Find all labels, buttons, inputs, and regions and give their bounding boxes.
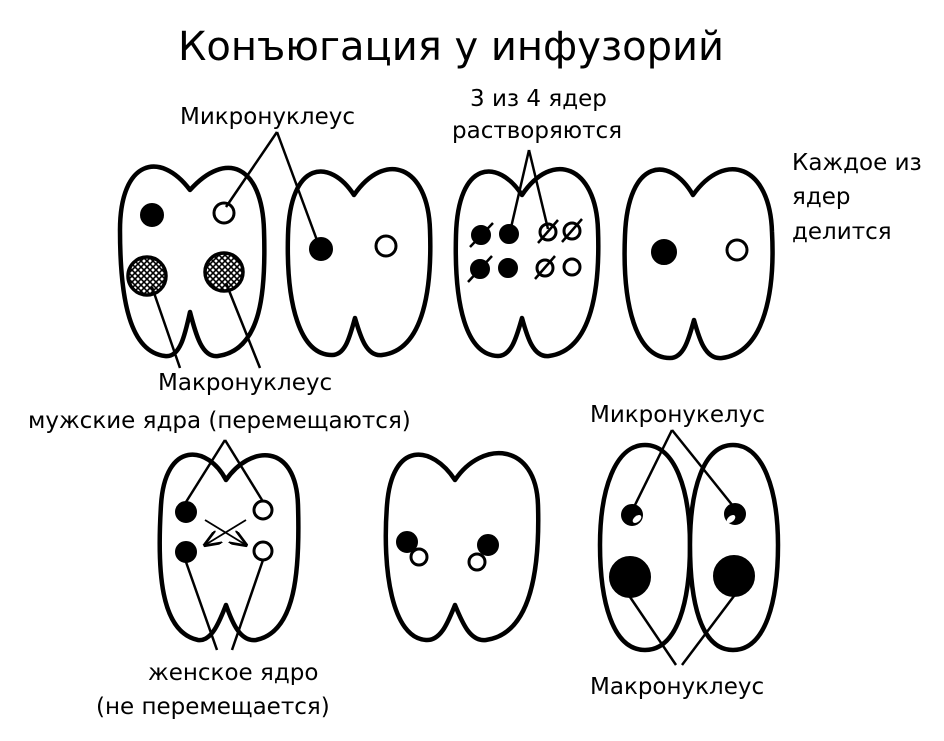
micronucleus-highlight — [632, 515, 642, 523]
macronucleus-right — [203, 251, 245, 293]
micronucleus-right — [725, 238, 749, 262]
label-female-line2: (не перемещается) — [96, 694, 330, 720]
fused-nucleus — [477, 534, 499, 556]
dissolve-slash — [467, 255, 493, 283]
dissolve-slash — [469, 222, 494, 248]
micronucleus-left — [651, 239, 677, 265]
label-divide-line3: делится — [792, 219, 892, 245]
micronucleus-left — [621, 504, 643, 526]
pointer-line — [628, 596, 678, 666]
label-dissolve-line2: растворяются — [452, 118, 622, 144]
cell-6 — [383, 451, 541, 643]
pointer-line — [184, 561, 219, 651]
label-micronucleus-top: Микронуклеус — [180, 104, 355, 130]
pointer-line — [150, 286, 182, 369]
male-nucleus — [175, 501, 197, 523]
cell-2 — [285, 166, 433, 358]
label-macronucleus-top: Макронуклеус — [158, 370, 332, 396]
pointer-line — [224, 131, 279, 208]
pointer-line — [223, 439, 264, 501]
label-macronucleus-bottom: Макронуклеус — [590, 674, 764, 700]
nucleus — [562, 257, 582, 277]
dissolve-slash — [537, 219, 559, 244]
cell-7-right — [687, 442, 781, 653]
label-female-line1: женское ядро — [148, 660, 318, 686]
cell-4 — [622, 167, 775, 361]
dissolve-slash — [561, 218, 583, 243]
cell-7-left — [597, 442, 693, 653]
label-divide-line2: ядер — [792, 184, 851, 210]
macronucleus-right — [713, 555, 755, 597]
micronucleus-highlight — [726, 515, 736, 523]
female-nucleus — [252, 540, 274, 562]
cell-3 — [453, 166, 601, 359]
fused-nucleus — [467, 552, 487, 572]
page-title: Конъюгация у инфузорий — [178, 24, 724, 70]
pointer-line — [224, 282, 262, 369]
pointer-line — [275, 131, 320, 244]
label-dissolve-line1: 3 из 4 ядер — [470, 86, 607, 112]
micronucleus-right — [374, 234, 398, 258]
female-nucleus — [175, 541, 197, 563]
pointer-line — [632, 429, 674, 508]
macronucleus-left — [126, 255, 168, 297]
micronucleus-left — [140, 203, 164, 227]
macronucleus-left — [609, 556, 651, 598]
label-micronucleus-bottom: Микронукелус — [590, 402, 765, 428]
pointer-line — [230, 559, 265, 651]
micronucleus-left — [309, 237, 333, 261]
nucleus — [499, 224, 519, 244]
pointer-line — [527, 149, 550, 230]
fused-nucleus — [409, 547, 429, 567]
label-divide-line1: Каждое из — [792, 150, 922, 176]
dissolve-slash — [534, 255, 556, 280]
nucleus — [498, 258, 518, 278]
exchange-arrow — [205, 519, 247, 545]
male-nucleus — [252, 499, 274, 521]
pointer-line — [671, 429, 734, 507]
label-male-nuclei: мужские ядра (перемещаются) — [28, 408, 411, 434]
pointer-line — [681, 595, 735, 666]
pointer-line — [184, 439, 227, 503]
micronucleus-right — [212, 201, 236, 225]
pointer-line — [508, 149, 531, 233]
fused-nucleus — [396, 531, 418, 553]
